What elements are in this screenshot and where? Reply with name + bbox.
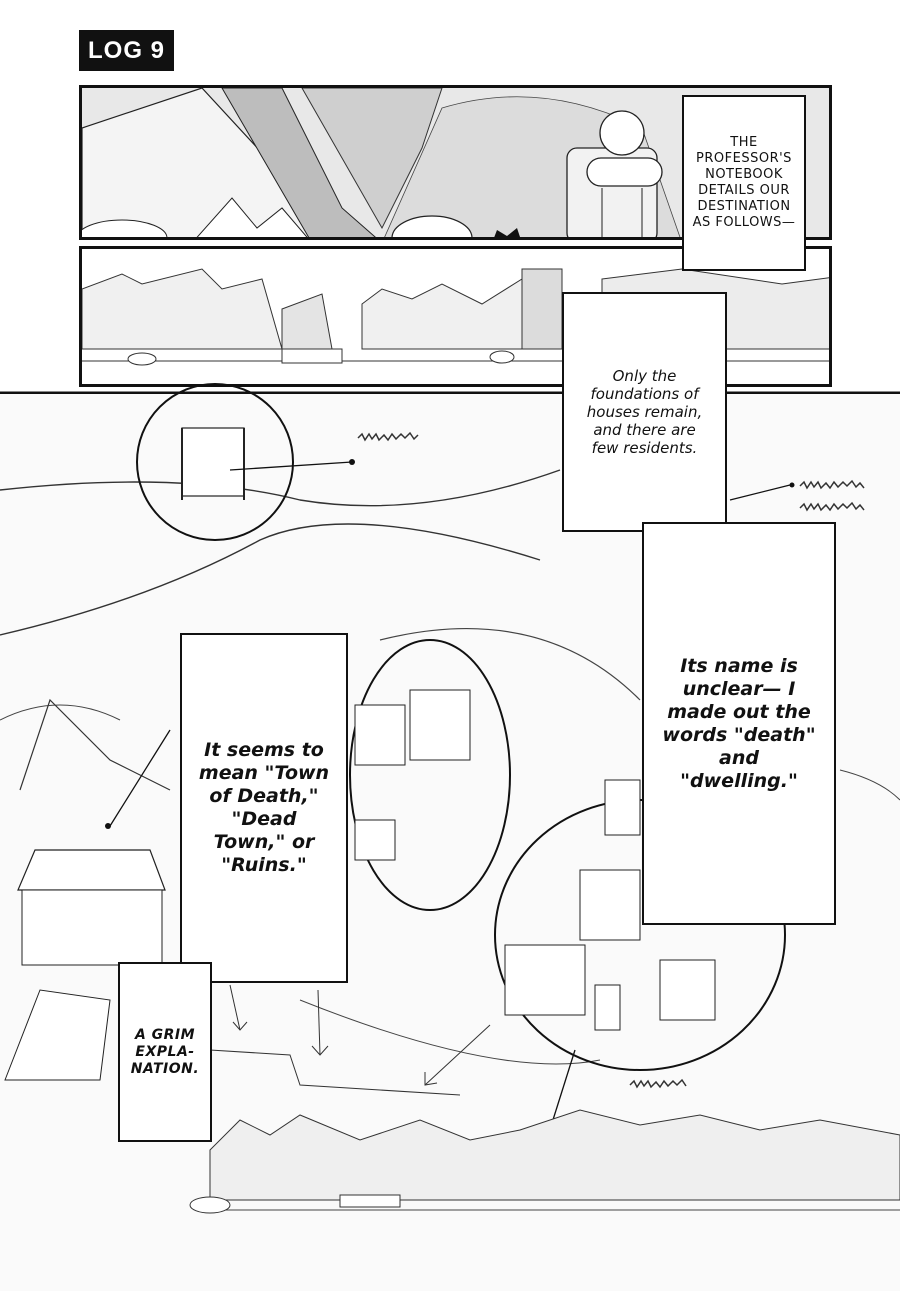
log-label: LOG 9 bbox=[79, 30, 174, 71]
caption-name-unclear: Its name is unclear— I made out the word… bbox=[642, 522, 836, 925]
caption-meaning: It seems to mean "Town of Death," "Dead … bbox=[180, 633, 348, 983]
caption-foundations-text: Only the foundations of houses remain, a… bbox=[586, 367, 703, 457]
caption-name-unclear-text: Its name is unclear— I made out the word… bbox=[662, 654, 816, 792]
caption-foundations: Only the foundations of houses remain, a… bbox=[562, 292, 727, 532]
caption-notebook: THE PROFESSOR'S NOTEBOOK DETAILS OUR DES… bbox=[682, 95, 806, 271]
caption-grim: A GRIM EXPLA- NATION. bbox=[118, 962, 212, 1142]
caption-notebook-text: THE PROFESSOR'S NOTEBOOK DETAILS OUR DES… bbox=[692, 135, 796, 230]
caption-meaning-text: It seems to mean "Town of Death," "Dead … bbox=[198, 739, 330, 876]
caption-grim-text: A GRIM EXPLA- NATION. bbox=[130, 1026, 200, 1077]
